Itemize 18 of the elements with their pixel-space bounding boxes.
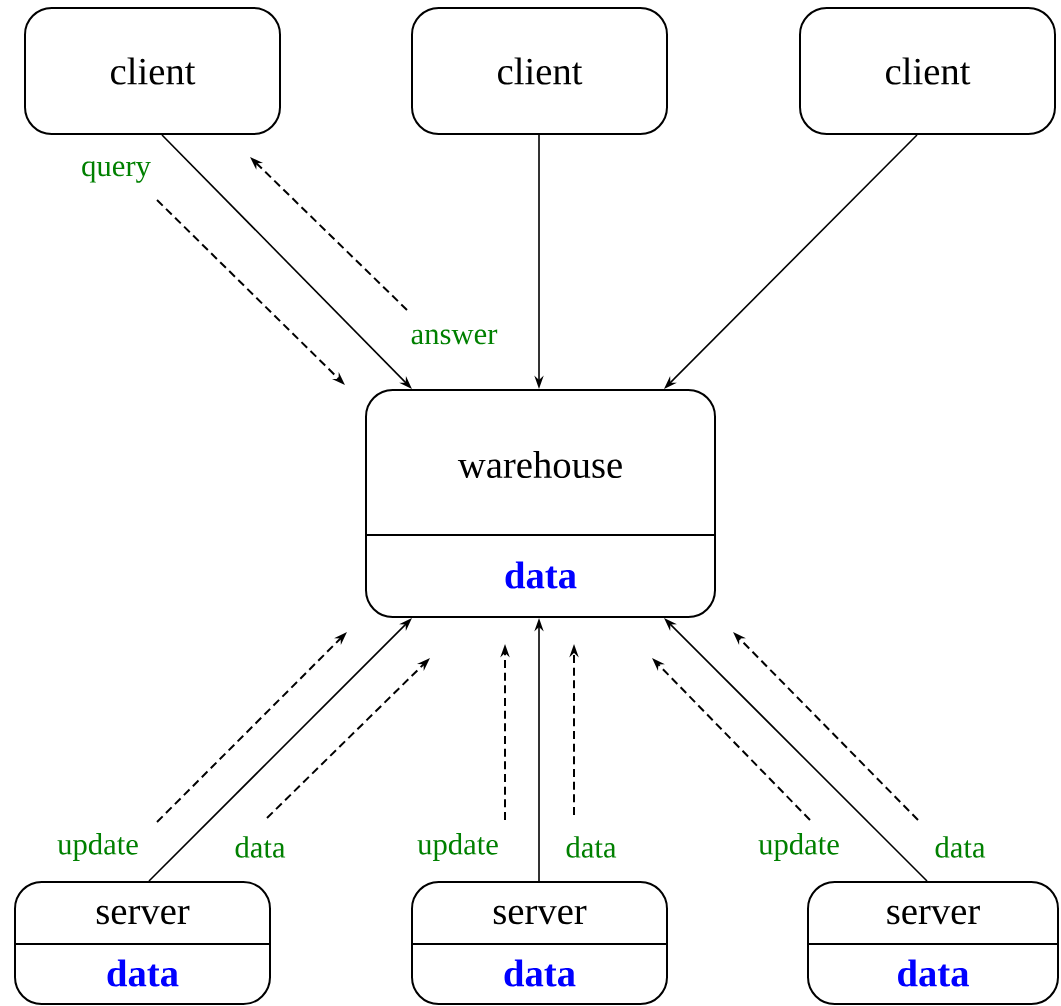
- warehouse-box: warehouse data: [365, 389, 716, 618]
- arrow-label: data: [235, 836, 286, 858]
- arrow: [148, 618, 412, 882]
- server-box: server data: [14, 881, 271, 1005]
- arrow: [664, 618, 928, 882]
- arrow: [664, 134, 918, 389]
- arrow-label: data: [566, 836, 617, 858]
- client-box: client: [799, 7, 1056, 135]
- server-box: server data: [411, 881, 668, 1005]
- arrow-label: data: [935, 836, 986, 858]
- arrow-label: query: [82, 161, 151, 183]
- arrow-label: update: [758, 833, 839, 861]
- client-box: client: [24, 7, 281, 135]
- server-box: server data: [807, 881, 1059, 1005]
- arrow: [161, 134, 412, 389]
- arrow-label: answer: [411, 329, 498, 345]
- arrow-label: update: [57, 833, 138, 861]
- client-box: client: [411, 7, 668, 135]
